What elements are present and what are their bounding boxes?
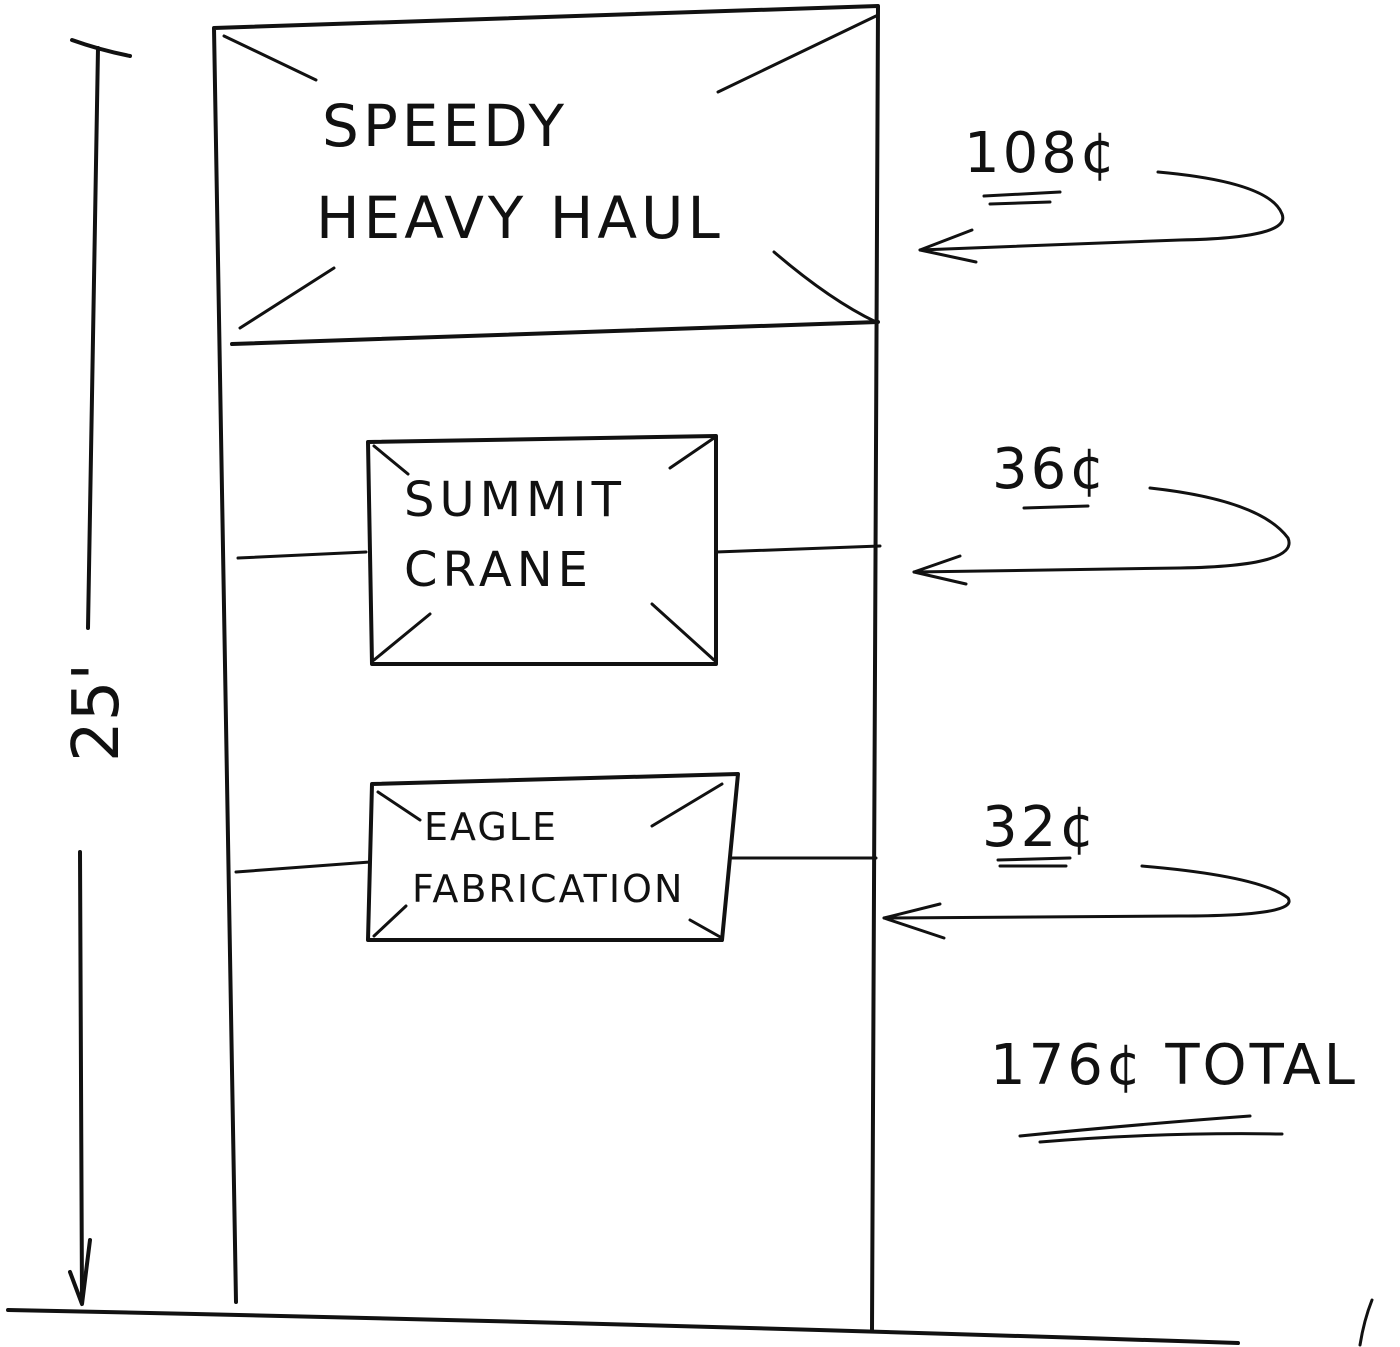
ground-tick [1358, 1298, 1374, 1347]
summit-name-line1: SUMMIT [404, 472, 626, 528]
summit-shelf-line-right [714, 544, 882, 554]
dimension-label: 25' [60, 663, 134, 762]
speedy-name-line1: SPEEDY [322, 92, 568, 160]
summit-name-line2: CRANE [404, 542, 593, 598]
eagle-arrow [882, 864, 1291, 920]
speedy-amount-callout: 108¢ [918, 121, 1285, 264]
ground-line [6, 1308, 1240, 1345]
summit-amount-callout: 36¢ [912, 437, 1291, 586]
total-label: 176¢ TOTAL [990, 1033, 1358, 1098]
speedy-arrow [918, 170, 1285, 252]
eagle-amount: 32¢ [982, 795, 1098, 860]
summit-box [366, 434, 718, 666]
speedy-box-divider [230, 320, 880, 346]
summit-shelf-line-left [236, 550, 368, 560]
summit-amount: 36¢ [992, 437, 1108, 502]
dimension-arrow: 25' [60, 38, 134, 1306]
eagle-shelf-line-left [234, 860, 372, 874]
speedy-amount: 108¢ [964, 121, 1119, 186]
speedy-name-line2: HEAVY HAUL [316, 184, 724, 252]
component-summit-crane: SUMMIT CRANE [236, 434, 882, 666]
component-eagle-fabrication: EAGLE FABRICATION [234, 772, 878, 942]
column-outline [212, 4, 880, 1332]
eagle-name-line1: EAGLE [424, 805, 558, 849]
eagle-amount-callout: 32¢ [882, 795, 1291, 940]
component-speedy-heavy-haul: SPEEDY HEAVY HAUL [222, 14, 880, 346]
eagle-name-line2: FABRICATION [412, 867, 684, 911]
eagle-box [366, 772, 740, 942]
summit-arrow [912, 486, 1291, 574]
total-callout: 176¢ TOTAL [990, 1033, 1358, 1144]
